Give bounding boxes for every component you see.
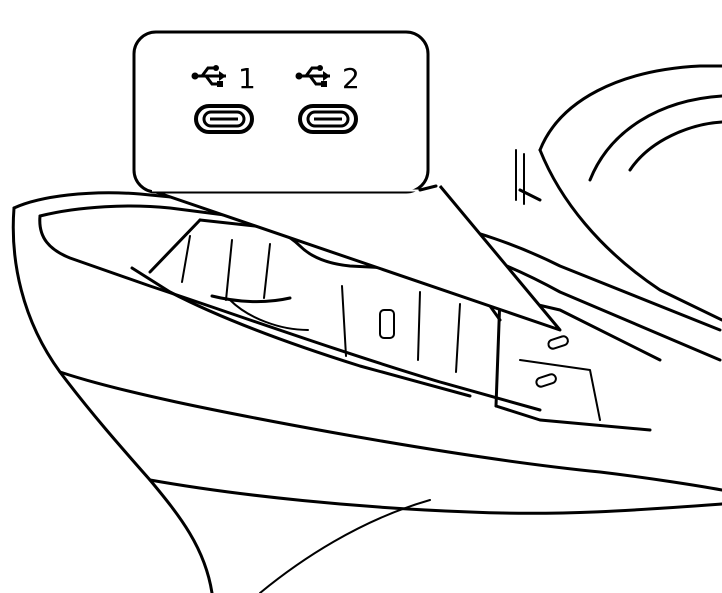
usb-callout: 1 2	[132, 30, 562, 332]
callout-box	[132, 30, 430, 194]
console-usb-port-1	[547, 335, 569, 350]
usb-icon	[295, 65, 330, 87]
usb-port-1: 1	[191, 62, 256, 134]
port-number-2: 2	[342, 62, 360, 95]
usb-icon	[191, 65, 226, 87]
usb-c-port-icon	[194, 104, 254, 134]
console-usb-port-2	[535, 373, 557, 388]
inner-slot	[379, 309, 395, 339]
usb-port-2: 2	[295, 62, 360, 134]
usb-c-port-icon	[298, 104, 358, 134]
port-number-1: 1	[238, 62, 256, 95]
